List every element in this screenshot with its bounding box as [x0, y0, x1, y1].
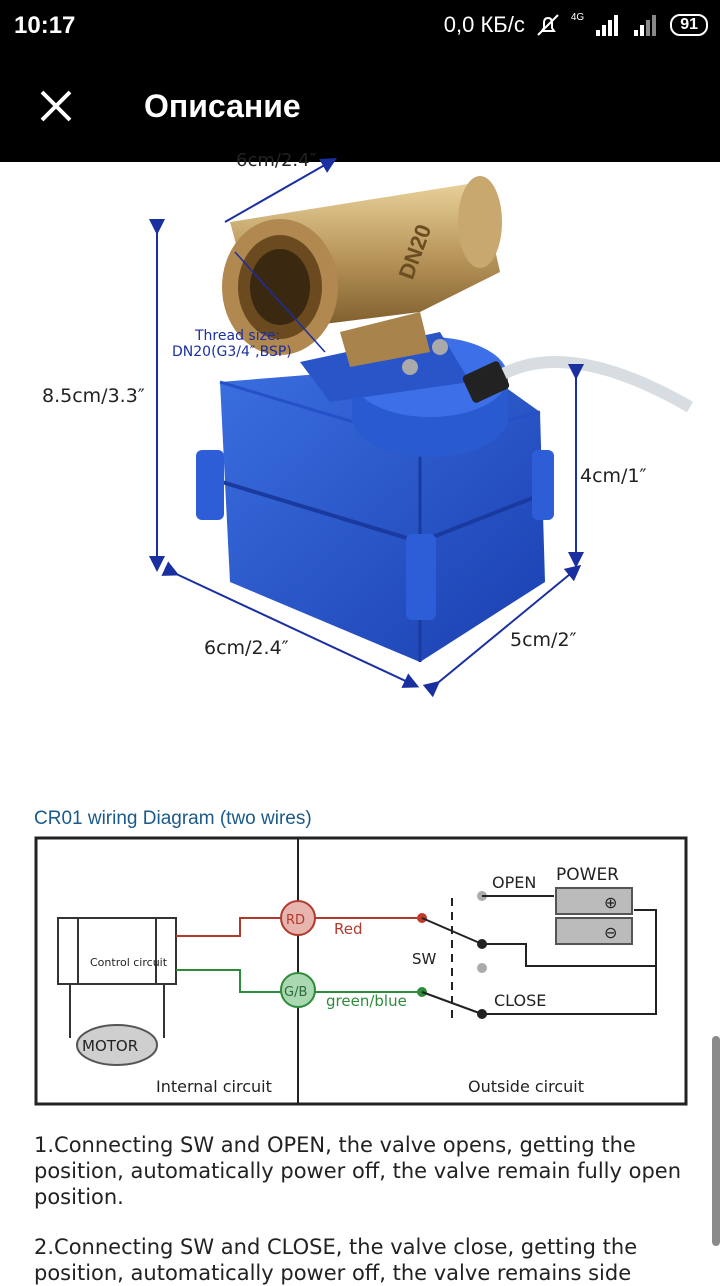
status-bar: 10:17 0,0 КБ/с 4G 91	[0, 0, 720, 52]
network-type: 4G	[570, 11, 585, 23]
close-icon[interactable]	[36, 86, 76, 126]
dim-top-label: 6cm/2.4″	[236, 150, 317, 171]
minus-icon: ⊖	[604, 923, 617, 942]
mute-icon	[537, 14, 559, 36]
dim-width-label: 6cm/2.4″	[204, 637, 289, 659]
red-wire-label: Red	[334, 920, 363, 938]
battery-icon: 91	[670, 14, 708, 36]
app-bar: Описание	[0, 52, 720, 162]
thread-size-label: Thread size:	[194, 328, 280, 344]
internal-circuit-label: Internal circuit	[156, 1077, 272, 1096]
outside-circuit-label: Outside circuit	[468, 1077, 584, 1096]
control-circuit-label: Control circuit	[90, 956, 168, 969]
signal-icon	[596, 15, 619, 36]
status-right: 0,0 КБ/с 4G 91	[444, 12, 708, 38]
diagram-title: CR01 wiring Diagram (two wires)	[34, 808, 312, 829]
gb-label: G/B	[284, 985, 307, 1000]
signal-icon-2	[634, 15, 657, 36]
open-label: OPEN	[492, 873, 536, 892]
dim-depth-label: 5cm/2″	[510, 629, 577, 651]
page-title: Описание	[144, 88, 301, 124]
close-label: CLOSE	[494, 991, 546, 1010]
instruction-paragraph-1: 1.Connecting SW and OPEN, the valve open…	[34, 1133, 682, 1209]
description-content[interactable]: DN20 6cm/2.4″ Thread size: DN20(G3/4″,BS…	[0, 150, 720, 1285]
instruction-paragraph-2: 2.Connecting SW and CLOSE, the valve clo…	[34, 1235, 638, 1285]
scrollbar[interactable]	[712, 1036, 720, 1246]
sw-label: SW	[412, 950, 437, 968]
status-time: 10:17	[14, 12, 76, 39]
network-speed: 0,0 КБ/с	[443, 12, 525, 37]
green-wire-label: green/blue	[326, 992, 407, 1010]
plus-icon: ⊕	[604, 893, 617, 912]
motor-label: MOTOR	[82, 1037, 138, 1055]
dim-side-label: 4cm/1″	[580, 465, 647, 487]
wiring-diagram: CR01 wiring Diagram (two wires) Control …	[34, 808, 688, 1106]
dim-height-label: 8.5cm/3.3″	[42, 385, 145, 407]
thread-size-value: DN20(G3/4″,BSP)	[172, 344, 292, 360]
power-label: POWER	[556, 865, 619, 885]
rd-label: RD	[286, 913, 305, 928]
valve-product-image: DN20 6cm/2.4″ Thread size: DN20(G3/4″,BS…	[42, 150, 693, 698]
